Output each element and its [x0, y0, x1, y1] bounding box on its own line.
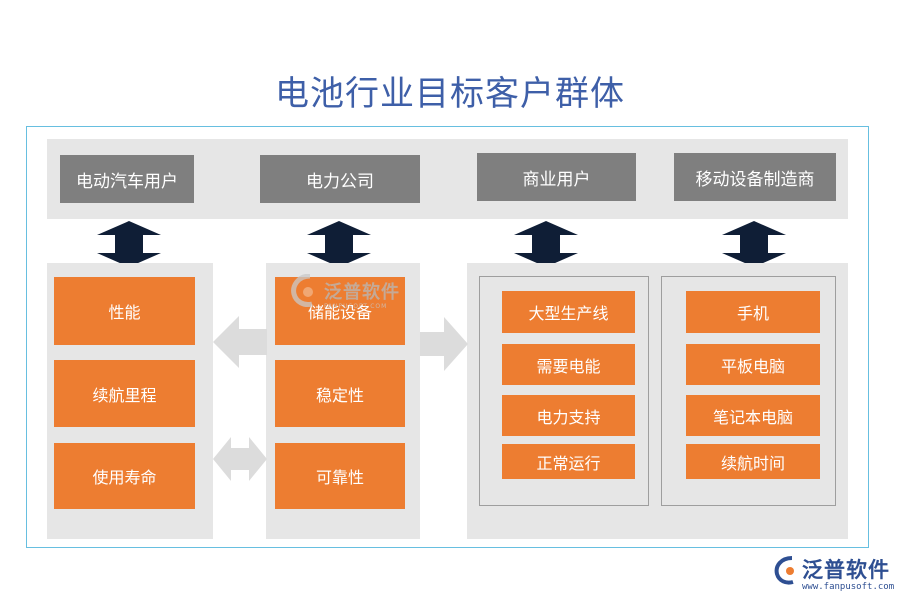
mobile-inner-box	[661, 276, 836, 506]
watermark-subtext: FANPUSOFT.COM	[324, 303, 388, 310]
double-arrow-icon	[97, 221, 161, 267]
diagram-frame	[26, 126, 869, 548]
page-title: 电池行业目标客户群体	[275, 74, 625, 114]
watermark: 泛普软件 FANPUSOFT.COM	[290, 270, 420, 320]
category-commercial-users: 商业用户	[477, 153, 636, 201]
fanpu-logo: 泛普软件 www.fanpusoft.com	[774, 554, 894, 596]
ev-item-range: 续航里程	[54, 360, 195, 427]
double-horizontal-arrow-icon	[213, 437, 267, 481]
double-arrow-icon	[722, 221, 786, 267]
ev-item-performance: 性能	[54, 277, 195, 345]
mobile-item-battery-time: 续航时间	[686, 444, 820, 479]
fanpu-logo-icon	[774, 556, 794, 585]
logo-url: www.fanpusoft.com	[802, 582, 895, 592]
right-arrow-icon	[420, 317, 468, 371]
commercial-item-operation: 正常运行	[502, 444, 635, 479]
power-item-stability: 稳定性	[275, 360, 405, 427]
category-power-company: 电力公司	[260, 155, 420, 203]
commercial-item-power-need: 需要电能	[502, 344, 635, 385]
category-mobile-manufacturers: 移动设备制造商	[674, 153, 836, 201]
commercial-item-power-support: 电力支持	[502, 395, 635, 436]
logo-text: 泛普软件	[802, 558, 890, 582]
power-item-reliability: 可靠性	[275, 443, 405, 509]
power-item-storage: 储能设备	[275, 277, 405, 345]
mobile-item-tablet: 平板电脑	[686, 344, 820, 385]
fanpu-logo-icon	[291, 274, 313, 307]
category-ev-users: 电动汽车用户	[60, 155, 194, 203]
left-arrow-icon	[213, 316, 267, 368]
watermark-text: 泛普软件	[324, 282, 400, 303]
commercial-inner-box	[479, 276, 649, 506]
commercial-item-production-line: 大型生产线	[502, 291, 635, 333]
mobile-item-phone: 手机	[686, 291, 820, 333]
ev-item-lifespan: 使用寿命	[54, 443, 195, 509]
double-arrow-icon	[307, 221, 371, 267]
mobile-item-laptop: 笔记本电脑	[686, 395, 820, 436]
double-arrow-icon	[514, 221, 578, 267]
